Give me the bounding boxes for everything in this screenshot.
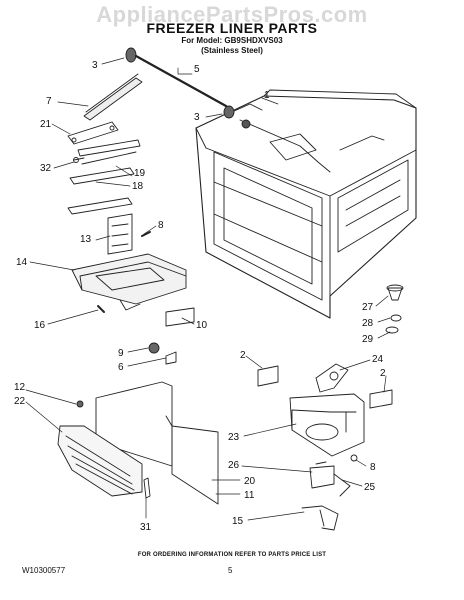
fan-assembly-drawing — [257, 363, 393, 531]
document-number: W10300577 — [22, 566, 66, 575]
callout-24: 24 — [372, 354, 384, 365]
callout-3-mid: 3 — [194, 112, 200, 123]
callout-21: 21 — [40, 119, 52, 130]
callout-6: 6 — [118, 362, 124, 373]
right-small-parts-drawing — [385, 284, 404, 334]
callout-28: 28 — [362, 318, 374, 329]
ordering-note: FOR ORDERING INFORMATION REFER TO PARTS … — [137, 552, 327, 558]
callout-2-right: 2 — [380, 368, 386, 379]
small-parts-drawing — [148, 342, 177, 365]
callout-10: 10 — [196, 320, 208, 331]
callout-14: 14 — [16, 257, 28, 268]
callout-26: 26 — [228, 460, 240, 471]
callout-8-left: 8 — [158, 220, 164, 231]
callout-29: 29 — [362, 334, 374, 345]
watermark-text: AppliancePartsPros.com — [96, 2, 368, 27]
callout-27: 27 — [362, 302, 374, 313]
callout-25: 25 — [364, 482, 376, 493]
callout-12: 12 — [14, 382, 26, 393]
callout-1: 1 — [264, 90, 270, 101]
leader-lines — [25, 57, 391, 521]
callout-32: 32 — [40, 163, 52, 174]
callout-31: 31 — [140, 522, 152, 533]
duct-drawing — [71, 253, 195, 327]
callout-5: 5 — [194, 64, 200, 75]
callout-15: 15 — [232, 516, 244, 527]
callout-18: 18 — [132, 181, 144, 192]
callout-19: 19 — [134, 168, 146, 179]
callout-11: 11 — [244, 490, 255, 501]
rod-and-caps-drawing — [125, 47, 235, 119]
freezer-liner-drawing — [195, 89, 417, 319]
callout-22: 22 — [14, 396, 26, 407]
bracket-drawing — [107, 213, 151, 255]
callout-23: 23 — [228, 432, 240, 443]
callout-7: 7 — [46, 96, 52, 107]
callout-13: 13 — [80, 234, 92, 245]
bottom-panels-drawing — [57, 381, 219, 505]
page-title: FREEZER LINER PARTS — [146, 20, 318, 36]
finish-line: (Stainless Steel) — [201, 46, 263, 55]
callout-9: 9 — [118, 348, 124, 359]
model-line: For Model: GB9SHDXVS03 — [181, 36, 283, 45]
callout-8-right: 8 — [370, 462, 376, 473]
callout-16: 16 — [34, 320, 46, 331]
callout-numbers: 3 5 1 7 3 21 32 19 18 8 13 14 16 10 27 2… — [14, 60, 386, 533]
page-number: 5 — [228, 566, 233, 575]
rails-drawing — [67, 73, 143, 215]
callout-2-left: 2 — [240, 350, 246, 361]
callout-3-top: 3 — [92, 60, 98, 71]
callout-20: 20 — [244, 476, 256, 487]
